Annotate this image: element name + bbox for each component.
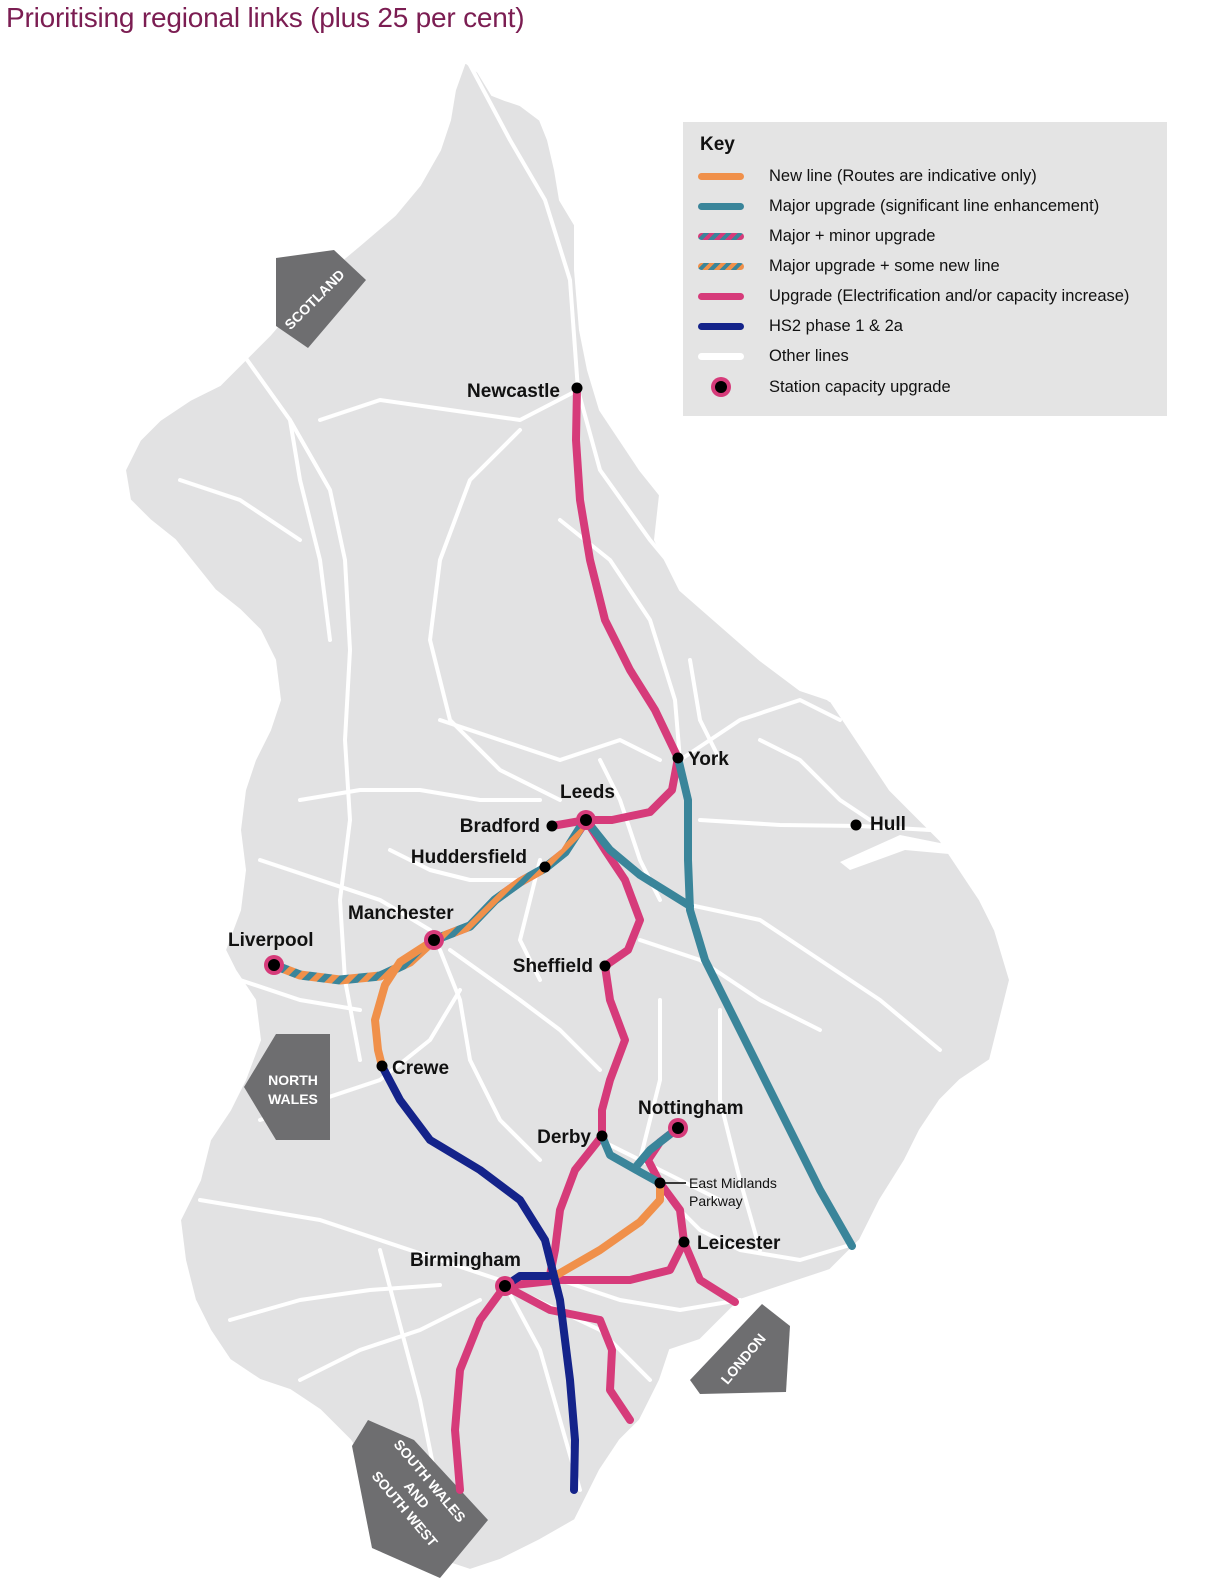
- line-hs2-crewe-london: [378, 1062, 579, 1494]
- region-north-wales[interactable]: NORTH WALES: [244, 1034, 330, 1140]
- key-swatch-major-upgrade: [698, 202, 744, 210]
- station-label-derby: Derby: [537, 1127, 591, 1148]
- line-leicester-birmingham: [501, 1238, 688, 1290]
- station-label-leeds: Leeds: [560, 782, 615, 803]
- station-marker-newcastle: [571, 382, 583, 394]
- station-label-york: York: [688, 749, 729, 770]
- key-label-major-upgrade: Major upgrade (significant line enhancem…: [769, 196, 1100, 215]
- major-upgrade-lines: [582, 754, 856, 1250]
- line-emp-leicester: [656, 1179, 688, 1246]
- key-label-other: Other lines: [769, 346, 849, 365]
- station-dots: [376, 382, 862, 1248]
- station-marker-crewe: [376, 1060, 388, 1072]
- station-label-liverpool: Liverpool: [228, 930, 314, 951]
- key-item-new-line: New line (Routes are indicative only): [698, 161, 1037, 191]
- region-london[interactable]: LONDON: [690, 1304, 790, 1394]
- key-item-major-upgrade: Major upgrade (significant line enhancem…: [698, 191, 1099, 221]
- station-labels: Newcastle York Leeds Bradford Huddersfie…: [228, 381, 906, 1271]
- station-label-emp-2: Parkway: [689, 1193, 743, 1209]
- station-label-huddersfield: Huddersfield: [411, 847, 527, 868]
- station-marker-emp: [654, 1177, 666, 1189]
- region-label-north-wales-1: NORTH: [268, 1072, 318, 1088]
- key-item-hs2: HS2 phase 1 & 2a: [698, 311, 903, 341]
- key-label-new-line: New line (Routes are indicative only): [769, 166, 1037, 185]
- key-swatch-new-line: [698, 172, 744, 180]
- station-marker-bradford: [546, 820, 558, 832]
- key-heading: Key: [700, 134, 735, 155]
- key-item-major-minor: Major + minor upgrade: [698, 221, 935, 251]
- line-leeds-ecml: [582, 816, 694, 910]
- station-marker-huddersfield: [539, 861, 551, 873]
- key-swatch-other: [698, 352, 744, 360]
- station-marker-leicester: [678, 1236, 690, 1248]
- key-label-major-minor: Major + minor upgrade: [769, 226, 936, 245]
- line-derby-emp: [598, 1132, 664, 1187]
- station-marker-york: [672, 752, 684, 764]
- line-manchester-crewe: [371, 936, 438, 1070]
- station-label-emp-1: East Midlands: [689, 1175, 777, 1191]
- line-sheffield-derby: [598, 962, 629, 1140]
- other-lines: [178, 63, 942, 1502]
- key-label-station: Station capacity upgrade: [769, 377, 951, 396]
- station-marker-derby: [596, 1130, 608, 1142]
- key-item-major-new: Major upgrade + some new line: [698, 251, 1000, 281]
- key-swatch-upgrade: [698, 292, 744, 300]
- page-title: Prioritising regional links (plus 25 per…: [6, 2, 525, 33]
- line-york-london-ecml: [674, 754, 856, 1250]
- station-label-manchester: Manchester: [348, 903, 454, 924]
- station-capacity-icon: [711, 377, 731, 397]
- region-label-north-wales-2: WALES: [268, 1091, 318, 1107]
- map-key: Key New line (Routes are indicative only…: [683, 122, 1167, 416]
- key-label-hs2: HS2 phase 1 & 2a: [769, 316, 903, 335]
- line-newcastle-york: [572, 384, 682, 762]
- key-swatch-hs2: [698, 322, 744, 330]
- line-huddersfield-leeds: [429, 823, 585, 945]
- land-mass: [123, 60, 1012, 1572]
- station-label-leicester: Leicester: [697, 1233, 781, 1254]
- key-item-other: Other lines: [698, 341, 849, 371]
- station-label-nottingham: Nottingham: [638, 1098, 744, 1119]
- key-swatch-major-minor: [698, 232, 744, 240]
- line-leicester-london: [680, 1238, 739, 1306]
- station-marker-hull: [850, 819, 862, 831]
- key-item-upgrade: Upgrade (Electrification and/or capacity…: [698, 281, 1129, 311]
- estuary: [840, 835, 960, 870]
- key-label-major-new: Major upgrade + some new line: [769, 256, 1000, 275]
- station-label-sheffield: Sheffield: [513, 956, 593, 977]
- new-lines: [371, 936, 664, 1280]
- line-liverpool-manchester: [269, 935, 439, 985]
- station-label-crewe: Crewe: [392, 1058, 449, 1079]
- station-label-hull: Hull: [870, 814, 906, 835]
- line-birmingham-sw: [451, 1282, 509, 1494]
- station-capacity-markers: [264, 810, 688, 1296]
- station-label-bradford: Bradford: [460, 816, 540, 837]
- line-nottingham-emp-2: [631, 1124, 682, 1172]
- station-label-newcastle: Newcastle: [467, 381, 560, 402]
- key-label-upgrade: Upgrade (Electrification and/or capacity…: [769, 286, 1130, 305]
- line-birmingham-se: [501, 1282, 634, 1424]
- station-label-birmingham: Birmingham: [410, 1250, 521, 1271]
- station-marker-sheffield: [599, 960, 611, 972]
- line-york-leeds: [582, 754, 682, 824]
- key-item-station: Station capacity upgrade: [698, 372, 951, 402]
- key-swatch-major-new: [698, 262, 744, 270]
- line-birmingham-emp: [551, 1179, 664, 1280]
